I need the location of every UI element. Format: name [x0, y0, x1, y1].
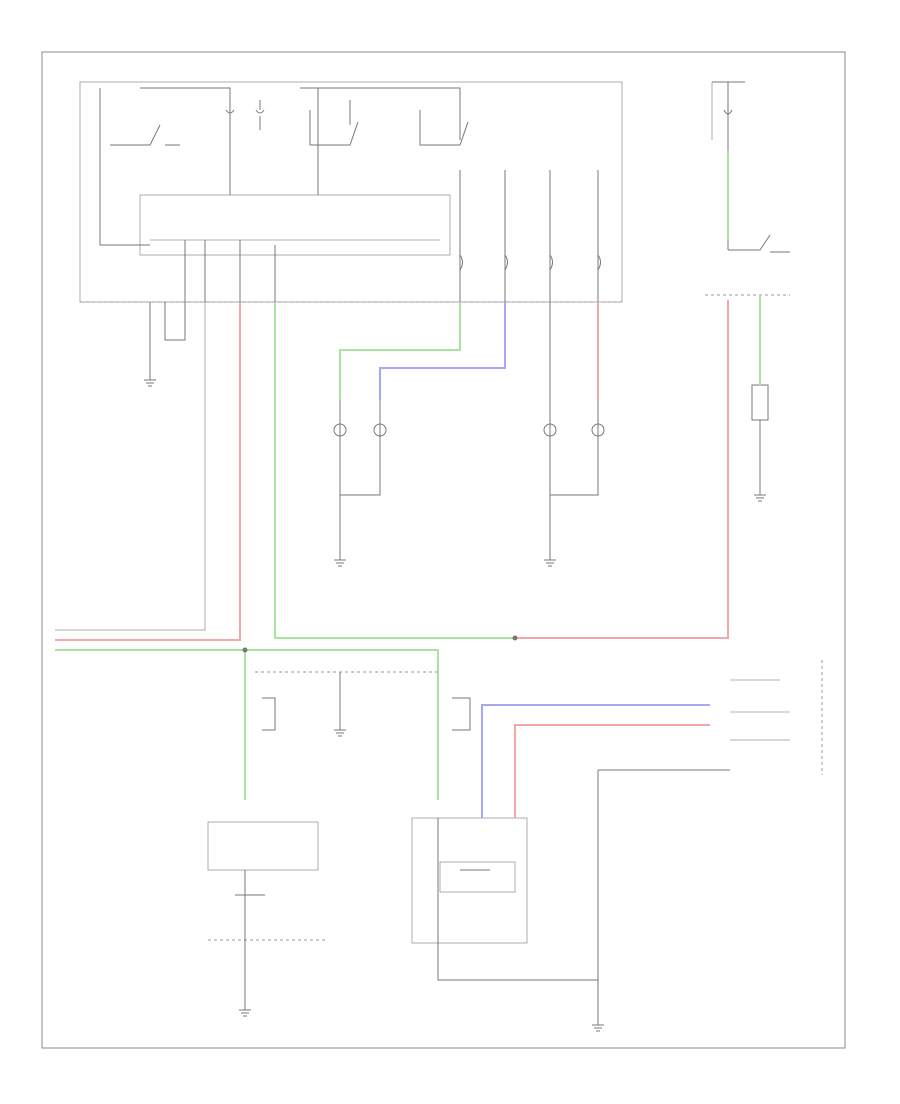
- splice-dot: [242, 647, 248, 653]
- hot-at-all-times-circuit: [705, 81, 790, 502]
- right-mirror-motors: [543, 302, 605, 567]
- under-hood-fuse-box: [79, 81, 623, 303]
- fuse-icon: [255, 100, 265, 130]
- relay-coil-icon: [751, 384, 769, 421]
- wire-green-bus: [55, 649, 439, 800]
- wire-red-right: [515, 300, 729, 639]
- wire-green-main: [274, 302, 515, 639]
- ground-icon: [592, 1024, 604, 1032]
- fuse-icon: [504, 254, 508, 271]
- diagram-border: [41, 51, 846, 1049]
- fuse-icon: [723, 109, 733, 115]
- door-lock-relay: [592, 660, 823, 1032]
- splice-dot: [512, 635, 518, 641]
- ground-icon: [334, 729, 346, 737]
- ground-icon: [239, 1009, 251, 1017]
- master-window-switch: [411, 704, 710, 981]
- wire-red-main: [55, 302, 241, 641]
- fuse-icon: [225, 100, 235, 130]
- left-window-switch: [207, 821, 325, 1017]
- wire-gray: [55, 302, 206, 631]
- motor-icon: [333, 423, 387, 437]
- ground-circuit-left: [144, 302, 186, 387]
- fuse-icon: [597, 254, 601, 271]
- left-mirror-motors: [333, 302, 506, 567]
- fuse-icon: [459, 254, 463, 271]
- ground-icon: [334, 559, 346, 567]
- motor-icon: [543, 423, 605, 437]
- ground-icon: [754, 494, 766, 502]
- fuse-icon: [549, 254, 553, 271]
- ground-icon: [544, 559, 556, 567]
- ground-icon: [144, 379, 156, 387]
- power-mirror-switch-module: [255, 671, 471, 737]
